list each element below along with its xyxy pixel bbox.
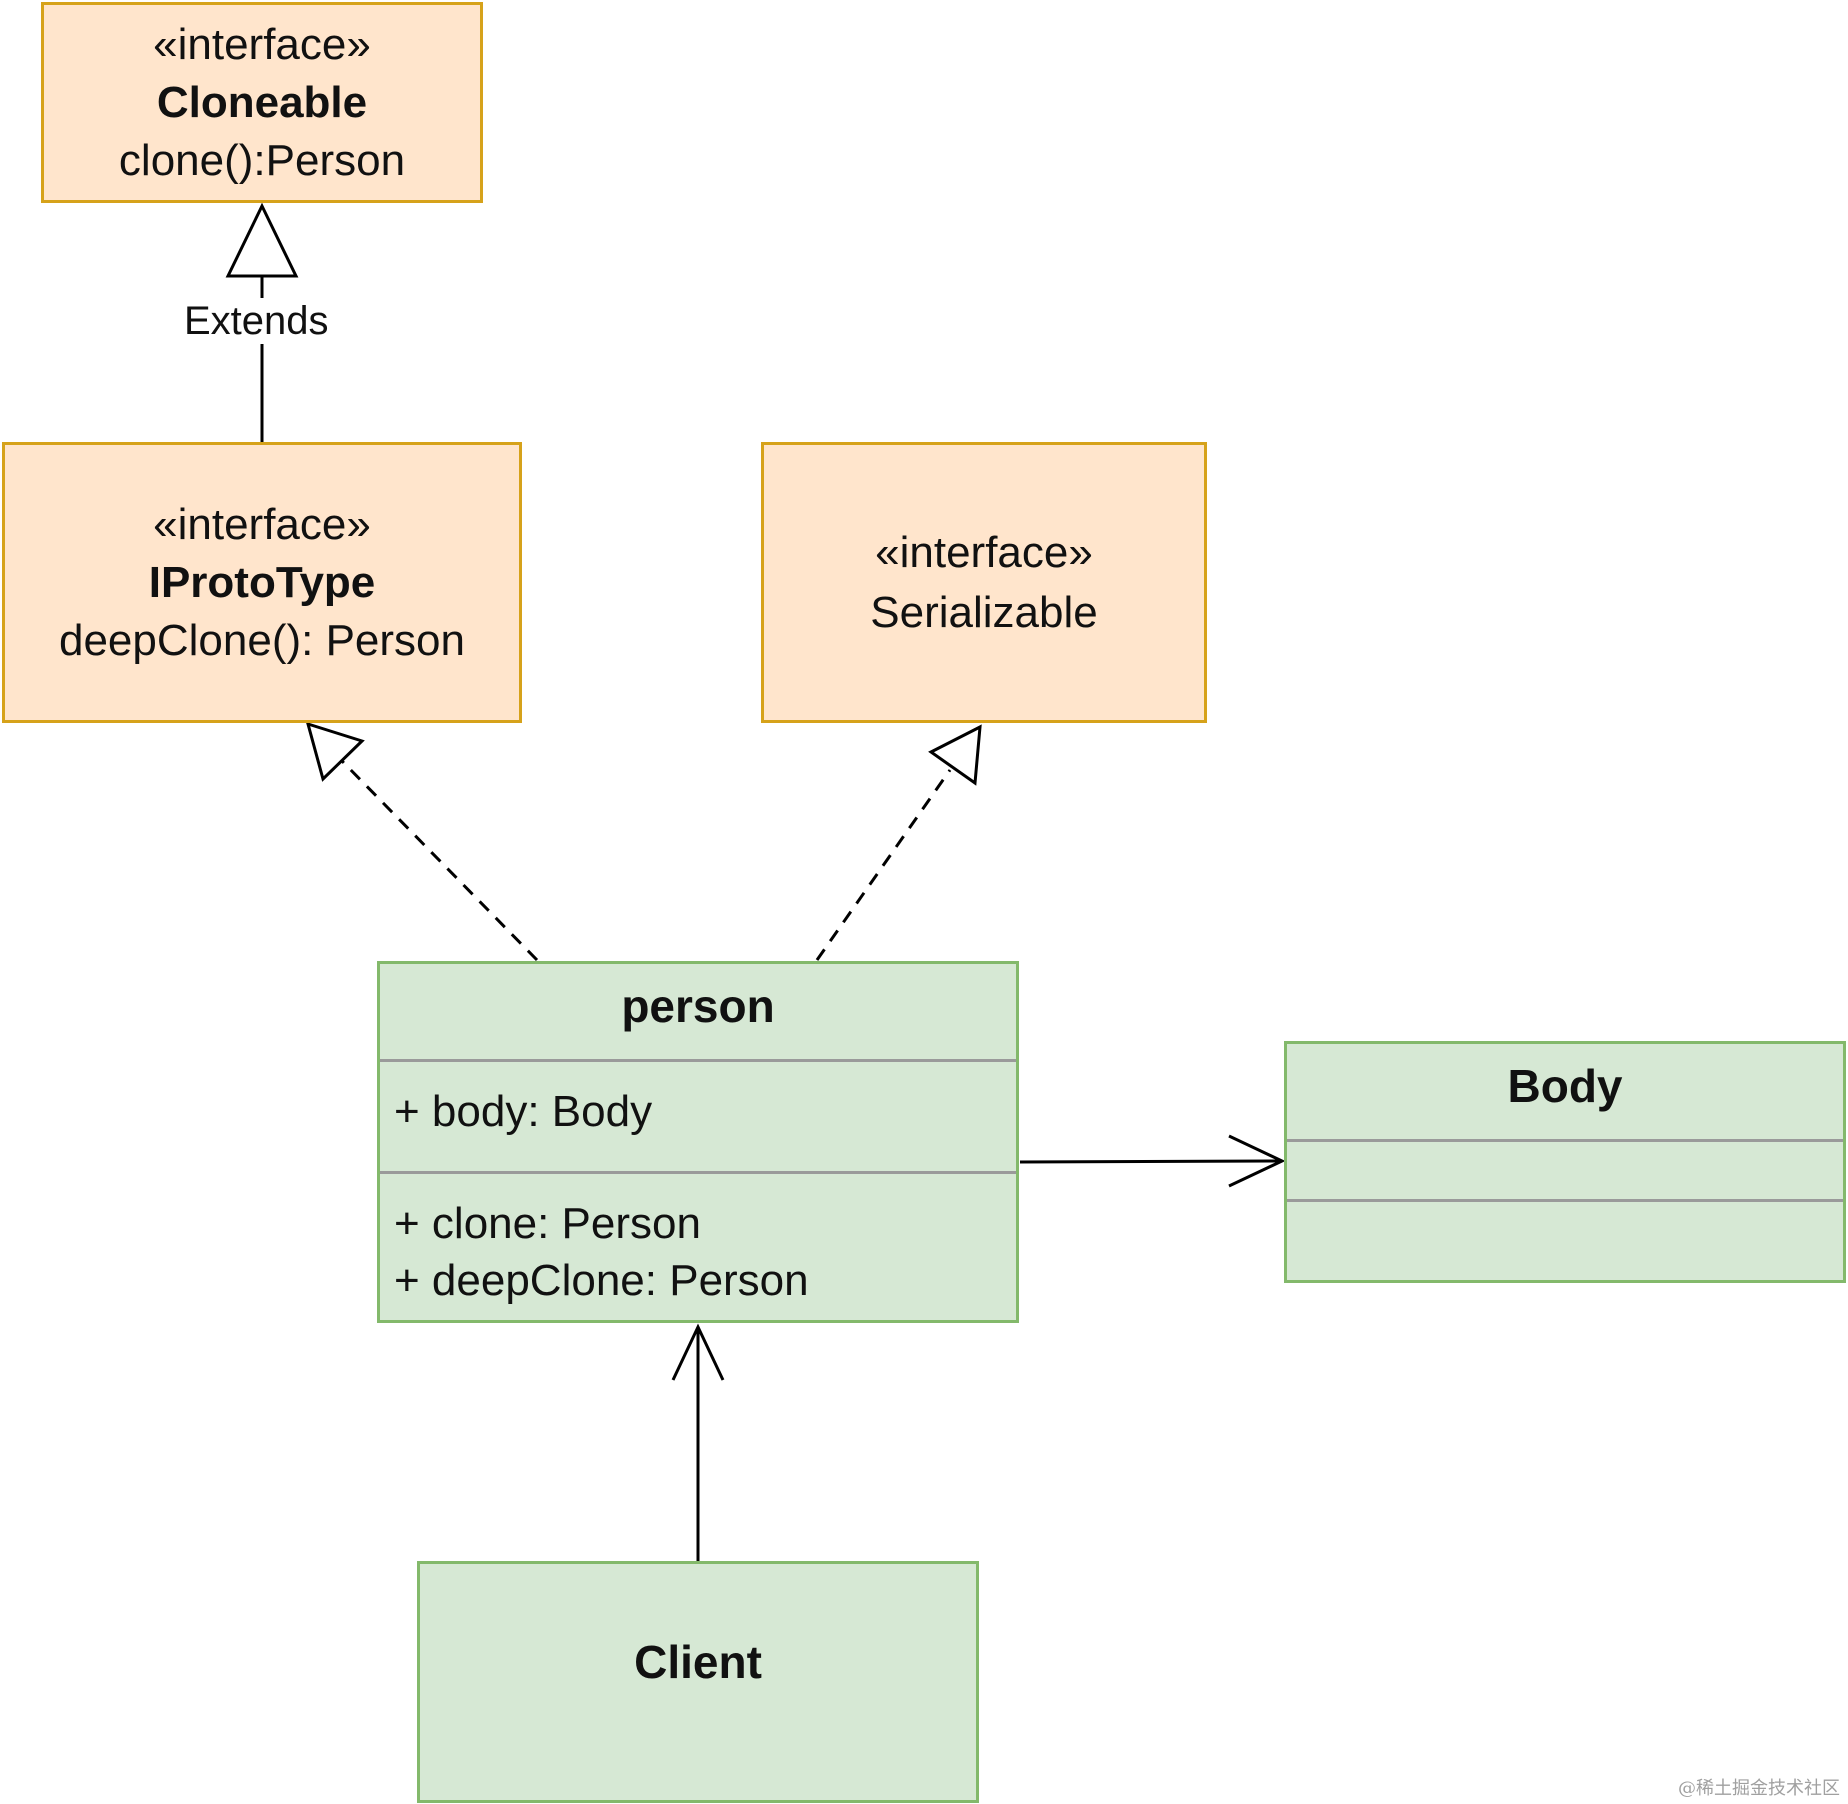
iprototype-interface-box[interactable]: «interface» IProtoType deepClone(): Pers… xyxy=(2,442,522,723)
body-class-box[interactable]: Body xyxy=(1284,1041,1846,1283)
association-line-body xyxy=(1019,1159,1283,1164)
cloneable-name: Cloneable xyxy=(156,77,368,127)
extends-label: Extends xyxy=(180,298,333,344)
body-divider-methods xyxy=(1287,1199,1843,1202)
person-class-name: person xyxy=(621,980,775,1032)
watermark-text: @稀土掘金技术社区 xyxy=(1678,1778,1840,1799)
iprototype-method: deepClone(): Person xyxy=(58,615,465,665)
realization-arrowhead-iprototype xyxy=(305,721,365,782)
iprototype-name: IProtoType xyxy=(148,557,376,607)
extends-arrowhead xyxy=(225,202,299,278)
realization-line-iprototype xyxy=(340,759,539,962)
association-arrowhead-client xyxy=(671,1323,725,1381)
cloneable-stereotype: «interface» xyxy=(153,19,371,69)
person-attribute: + body: Body xyxy=(394,1087,653,1136)
cloneable-method: clone():Person xyxy=(118,135,406,185)
person-divider-attributes xyxy=(380,1059,1016,1062)
realization-line-serializable xyxy=(815,769,952,961)
realization-arrowhead-serializable xyxy=(928,724,982,786)
person-method-deepclone: + deepClone: Person xyxy=(394,1256,809,1305)
serializable-name: Serializable xyxy=(870,587,1098,637)
body-divider-attributes xyxy=(1287,1139,1843,1142)
association-arrowhead-body xyxy=(1228,1134,1286,1188)
client-class-name: Client xyxy=(634,1636,762,1688)
client-class-box[interactable]: Client xyxy=(417,1561,979,1803)
body-class-name: Body xyxy=(1507,1060,1623,1112)
serializable-interface-box[interactable]: «interface» Serializable xyxy=(761,442,1207,723)
cloneable-interface-box[interactable]: «interface» Cloneable clone():Person xyxy=(41,2,483,203)
person-class-box[interactable]: person + body: Body + clone: Person + de… xyxy=(377,961,1019,1323)
iprototype-stereotype: «interface» xyxy=(153,499,371,549)
person-method-clone: + clone: Person xyxy=(394,1199,701,1248)
serializable-stereotype: «interface» xyxy=(875,527,1093,577)
person-divider-methods xyxy=(380,1171,1016,1174)
